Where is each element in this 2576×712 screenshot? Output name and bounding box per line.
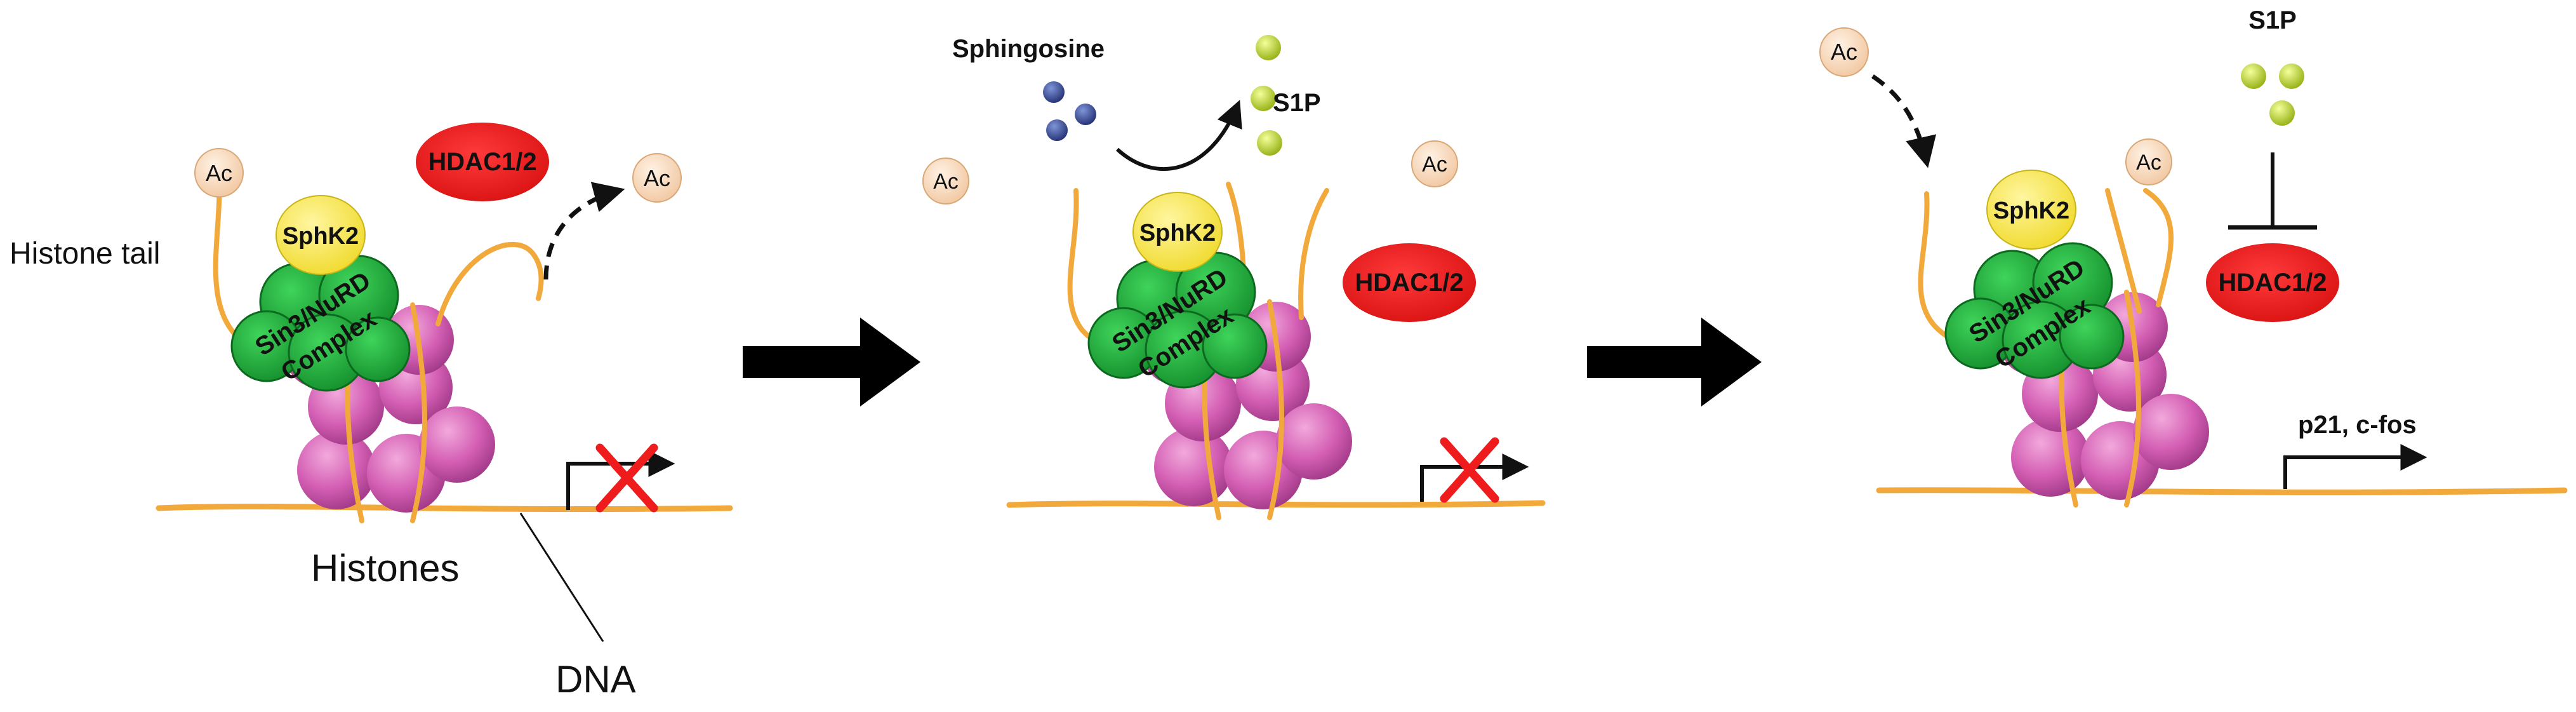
dna-label: DNA (555, 658, 636, 701)
acetyl-label: Ac (206, 160, 232, 186)
gene-label: p21, c-fos (2298, 411, 2417, 439)
acetyl-release-arrow (543, 182, 625, 280)
sin3-nurd-complex (1087, 252, 1268, 389)
panel-3: SphK2 Sin3/NuRD Complex Ac Ac S1P HDAC1/… (1819, 6, 2568, 507)
histone-tail (2143, 188, 2174, 307)
block-cross-icon (1440, 437, 1499, 503)
sphk2-label: SphK2 (1139, 220, 1216, 246)
histone-tail-label: Histone tail (10, 237, 160, 271)
sphk2-enzyme (276, 195, 366, 275)
acetyl-group (1819, 27, 1869, 77)
acetyl-label: Ac (933, 170, 959, 194)
hdac-label: HDAC1/2 (428, 148, 536, 176)
hdac-enzyme (416, 123, 549, 201)
s1p-molecules (1251, 35, 1282, 156)
acetylation-arrow (1871, 74, 1937, 168)
phosphorylation-arrow (1115, 100, 1242, 171)
acetyl-label: Ac (644, 165, 670, 191)
sphk2-enzyme (1132, 192, 1223, 272)
dna-strand (1876, 487, 2568, 495)
sphingosine-label: Sphingosine (952, 35, 1105, 63)
dna-wrap (410, 302, 427, 523)
s1p-label: S1P (2248, 6, 2297, 34)
histone-tail (2105, 188, 2142, 314)
dna-strand (1006, 500, 1546, 508)
acetyl-group (632, 153, 682, 203)
acetyl-group (194, 148, 244, 198)
hdac-enzyme (2206, 243, 2339, 322)
histone-tail (1298, 188, 1329, 320)
dna-wrap (2124, 290, 2141, 507)
acetyl-group (2125, 138, 2172, 185)
acetyl-label: Ac (2136, 151, 2161, 175)
step-arrow (1587, 318, 1762, 406)
acetyl-group (1411, 140, 1458, 187)
acetyl-label: Ac (1422, 152, 1447, 177)
hdac-enzyme (1343, 243, 1476, 322)
sphk2-label: SphK2 (1993, 198, 2069, 224)
block-cross-icon (595, 443, 658, 513)
sin3-nurd-complex (1944, 242, 2125, 379)
hdac-label: HDAC1/2 (1355, 269, 1463, 297)
histones-label: Histones (311, 547, 459, 589)
s1p-label: S1P (1273, 89, 1321, 117)
histone-tail (435, 241, 544, 326)
dna-strand (156, 503, 733, 513)
acetyl-label: Ac (1831, 39, 1857, 65)
s1p-molecules (2241, 64, 2304, 126)
sphingosine-molecules (1043, 81, 1096, 141)
panel-1: SphK2 Sin3/NuRD Complex Ac HDAC1/2 Ac Hi… (10, 123, 733, 701)
hdac-label: HDAC1/2 (2218, 269, 2327, 297)
dna-pointer-line (519, 513, 604, 642)
sphk2-label: SphK2 (282, 223, 359, 250)
transcription-start-arrow (2283, 444, 2427, 489)
panel-2: SphK2 Sin3/NuRD Complex Sphingosine S1P … (922, 35, 1546, 520)
step-arrow (743, 318, 920, 406)
sphk2-enzyme (1986, 170, 2076, 250)
transcription-start-arrow (1420, 453, 1529, 502)
dna-wrap (1267, 299, 1284, 520)
acetyl-group (922, 158, 969, 205)
sin3-nurd-complex (230, 255, 411, 392)
